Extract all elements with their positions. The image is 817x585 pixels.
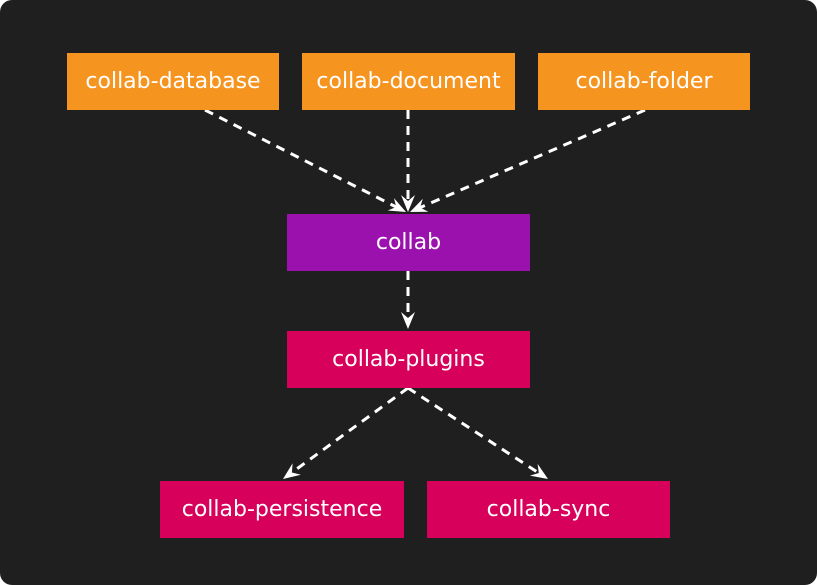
edge-line [407, 386, 540, 475]
node-collab-persistence: collab-persistence [160, 481, 404, 538]
arrowhead [401, 312, 415, 329]
edge-line [291, 386, 409, 474]
edge-line [204, 108, 397, 209]
arrowhead [387, 198, 406, 212]
edge-collab-to-collab-plugins [401, 271, 415, 329]
edge-collab-folder-to-collab [410, 108, 646, 212]
arrowhead [410, 198, 429, 212]
node-label: collab-sync [486, 497, 611, 522]
edge-collab-plugins-to-collab-persistence [283, 386, 409, 479]
node-label: collab-document [316, 69, 501, 94]
node-label: collab-database [85, 69, 261, 94]
node-label: collab [375, 230, 442, 255]
arrowhead [529, 463, 548, 479]
node-collab-plugins: collab-plugins [287, 331, 530, 388]
node-label: collab-folder [575, 69, 713, 94]
node-collab-database: collab-database [67, 53, 279, 110]
node-collab-document: collab-document [302, 53, 515, 110]
edge-collab-plugins-to-collab-sync [407, 386, 548, 479]
node-label: collab-plugins [332, 347, 485, 372]
edge-line [419, 108, 646, 209]
node-collab-sync: collab-sync [427, 481, 670, 538]
node-label: collab-persistence [181, 497, 383, 522]
node-collab: collab [287, 214, 530, 271]
edge-collab-database-to-collab [204, 108, 406, 212]
edge-collab-document-to-collab [401, 110, 415, 212]
arrowhead [283, 463, 301, 479]
node-collab-folder: collab-folder [538, 53, 750, 110]
arrowhead [401, 195, 415, 212]
